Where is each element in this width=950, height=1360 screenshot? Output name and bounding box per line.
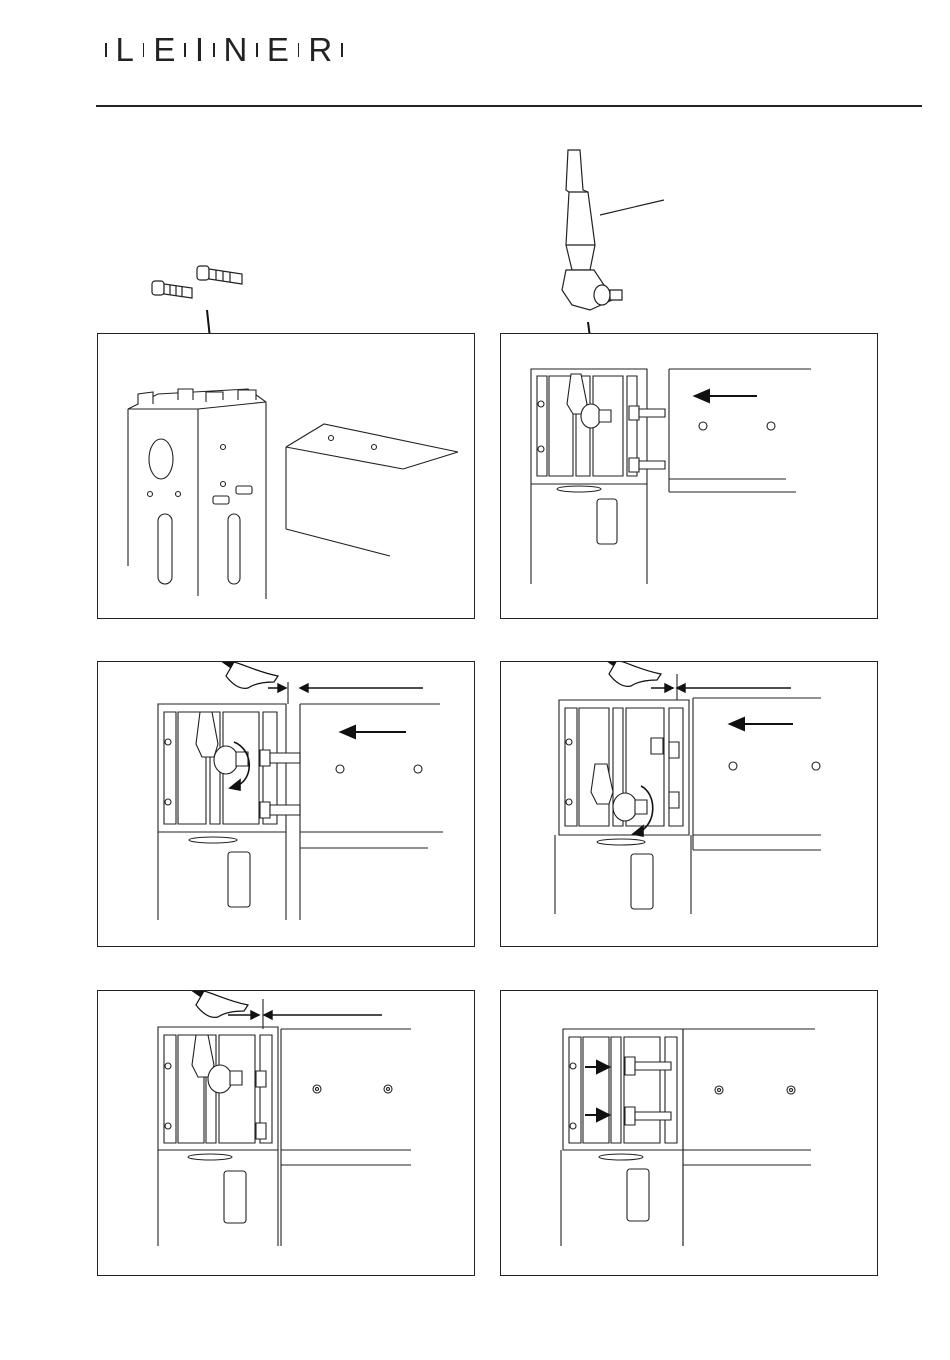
step-6-panel xyxy=(500,990,878,1276)
top-illustrations xyxy=(0,0,950,340)
arrow-icon xyxy=(695,390,757,402)
arrow-icon xyxy=(341,726,406,738)
step-3-panel xyxy=(97,661,475,947)
pointing-hand-icon xyxy=(600,662,661,686)
pointing-hand-icon xyxy=(187,991,248,1017)
screw-icon xyxy=(197,266,242,284)
hex-key-tool-icon xyxy=(562,150,664,310)
step-1-panel xyxy=(97,333,475,619)
step-4-panel xyxy=(500,661,878,947)
arrow-icon xyxy=(730,718,793,730)
screw-icon xyxy=(152,281,192,298)
pointing-hand-icon xyxy=(217,662,278,688)
step-2-panel xyxy=(500,333,878,619)
step-5-panel xyxy=(97,990,475,1276)
